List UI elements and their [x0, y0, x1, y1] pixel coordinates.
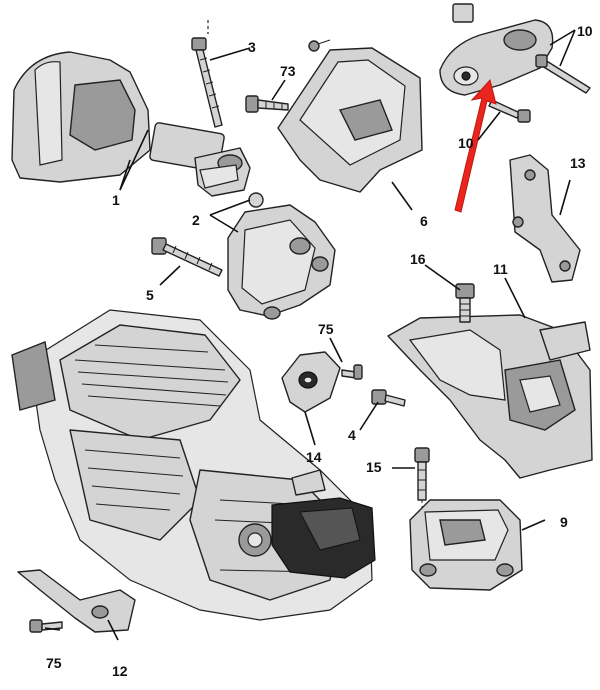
callout-1: 1	[112, 192, 120, 208]
callout-16: 16	[410, 251, 426, 267]
bolt-part-5	[151, 237, 223, 277]
engine-block-ribs	[84, 449, 184, 511]
bolt-part-3	[191, 20, 223, 128]
highlight-arrow	[454, 78, 497, 213]
callout-75-bottom: 75	[46, 655, 62, 671]
callout-9: 9	[560, 514, 568, 530]
callout-6: 6	[420, 213, 428, 229]
callout-10-mid: 10	[458, 135, 474, 151]
bracket-part-6	[277, 39, 423, 193]
callout-12: 12	[112, 663, 128, 679]
mount-bracket-part-2	[227, 192, 336, 320]
bolt-part-16	[455, 283, 475, 323]
callout-11: 11	[493, 261, 508, 277]
lower-mount-part-9	[409, 499, 523, 591]
engine-cylinder-head-lines	[74, 344, 229, 407]
torque-rod-part-10	[439, 3, 591, 123]
bracket-part-13	[509, 154, 581, 283]
callout-labels: 1 2 3 4 5 6 9 10 10 11 12 13 14 15 16 73…	[46, 23, 593, 679]
callout-14: 14	[306, 449, 322, 465]
callout-15: 15	[366, 459, 382, 475]
callout-2: 2	[192, 212, 200, 228]
leader-lines	[44, 29, 576, 641]
bolt-part-15	[414, 447, 430, 520]
engine-gearbox-assembly	[11, 309, 376, 621]
callout-5: 5	[146, 287, 154, 303]
callout-13: 13	[570, 155, 586, 171]
callout-75-mid: 75	[318, 321, 334, 337]
callout-4: 4	[348, 427, 356, 443]
bracket-part-12	[17, 569, 136, 633]
callout-73: 73	[280, 63, 296, 79]
engine-mount-part-1	[11, 51, 251, 197]
bolt-part-73	[245, 95, 289, 113]
mount-part-14	[281, 351, 363, 413]
support-bracket-part-11	[387, 314, 593, 479]
callout-3: 3	[248, 39, 256, 55]
callout-10-top: 10	[577, 23, 593, 39]
bolt-part-4	[371, 389, 406, 407]
